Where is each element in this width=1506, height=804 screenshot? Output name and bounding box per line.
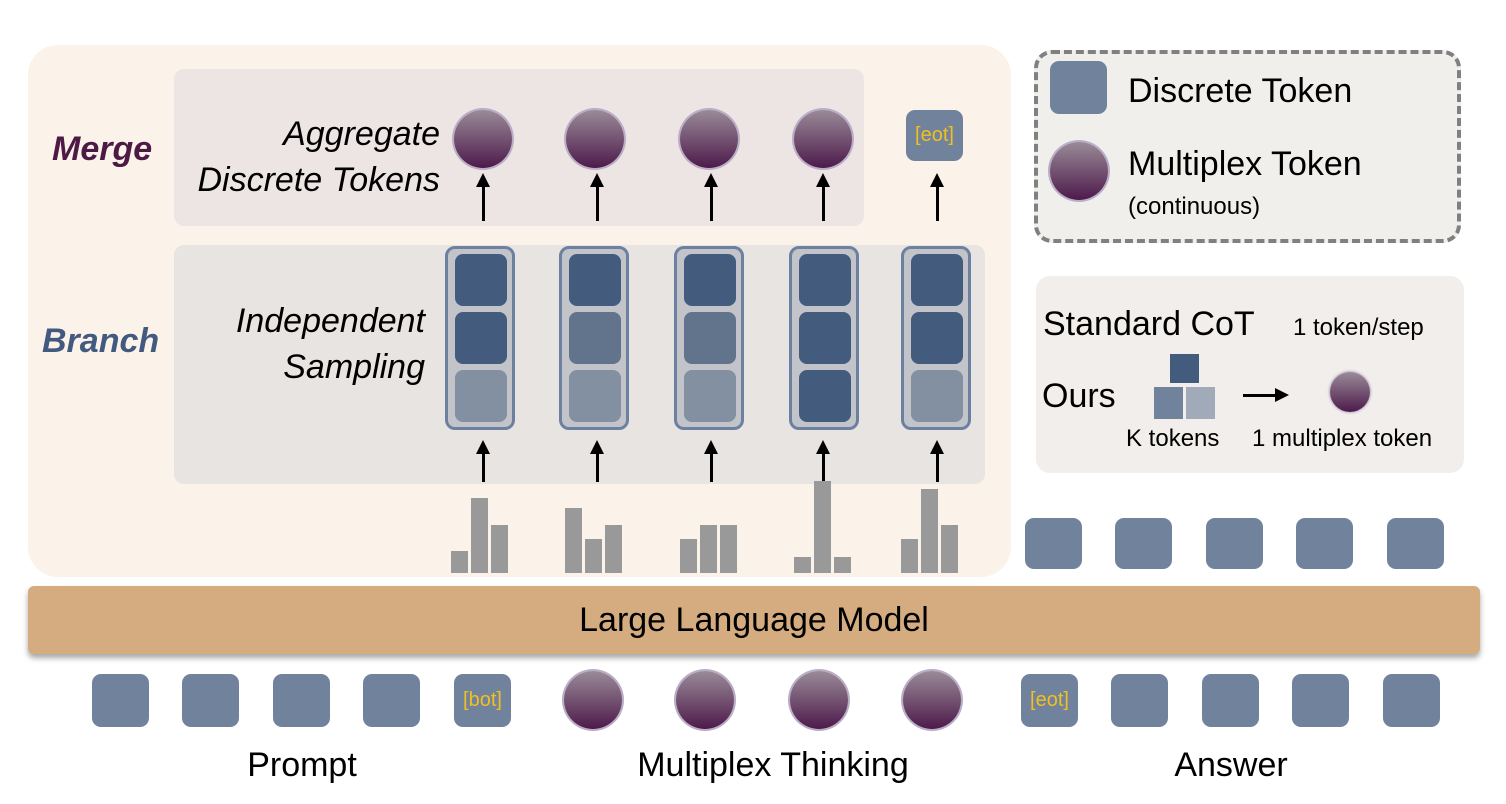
multiplex-thinking-label: Multiplex Thinking: [637, 746, 909, 784]
legend-discrete-token-swatch: [1050, 61, 1107, 114]
right-arrow-head-icon: [1275, 388, 1289, 402]
k-token-stack-right: [1186, 387, 1215, 419]
distribution-bar: [565, 508, 582, 573]
one-multiplex-token-icon: [1330, 372, 1370, 412]
up-arrow-icon: [590, 173, 604, 221]
answer-output-token: [1115, 518, 1172, 569]
sampling-column: [559, 246, 629, 430]
sampled-token-mid: [684, 312, 736, 364]
answer-output-token: [1025, 518, 1082, 569]
sampled-token-dark: [911, 254, 963, 306]
branch-description-line1: Independent: [235, 302, 425, 340]
merge-box: [174, 69, 864, 226]
merge-stage-label: Merge: [52, 130, 153, 168]
legend-multiplex-token-label: Multiplex Token: [1128, 145, 1362, 183]
one-multiplex-token-label: 1 multiplex token: [1252, 425, 1433, 452]
up-arrow-icon: [816, 173, 830, 221]
up-arrow-icon: [816, 440, 830, 482]
distribution-bar: [901, 539, 918, 573]
branch-stage-label: Branch: [42, 322, 160, 360]
distribution-bar: [491, 525, 508, 573]
legend-multiplex-note: (continuous): [1128, 193, 1261, 220]
prompt-token: [182, 674, 239, 727]
prompt-token: [92, 674, 149, 727]
answer-token: [1383, 674, 1440, 727]
distribution-bar: [605, 525, 622, 573]
thinking-multiplex-token: [564, 671, 622, 729]
up-arrow-icon: [704, 440, 718, 482]
distribution-bar: [451, 551, 468, 573]
legend-multiplex-token-swatch: [1050, 142, 1108, 200]
legend-discrete-token-label: Discrete Token: [1128, 72, 1353, 110]
up-arrow-icon: [930, 440, 944, 482]
sampling-column: [445, 246, 515, 430]
sampling-column: [674, 246, 744, 430]
merge-output-multiplex-token: [566, 110, 624, 168]
up-arrow-icon: [476, 440, 490, 482]
sampling-column: [901, 246, 971, 430]
answer-token: [1111, 674, 1168, 727]
distribution-bar: [921, 489, 938, 573]
thinking-multiplex-token: [790, 671, 848, 729]
sampled-token-dark: [799, 254, 851, 306]
branch-description-line2: Sampling: [283, 348, 425, 386]
llm-bar: Large Language Model: [28, 586, 1480, 654]
merge-output-multiplex-token: [454, 110, 512, 168]
sampled-token-dark: [684, 254, 736, 306]
answer-output-token: [1206, 518, 1263, 569]
merge-description: Aggregate Discrete Tokens: [180, 111, 440, 203]
distribution-bar: [941, 525, 958, 573]
branch-description: Independent Sampling: [180, 298, 425, 390]
distribution-bar: [700, 525, 717, 573]
merge-description-line1: Aggregate: [283, 115, 440, 153]
sampled-token-dark: [799, 312, 851, 364]
sampled-token-dark: [455, 312, 507, 364]
distribution-bar: [814, 481, 831, 573]
comparison-box: [1036, 276, 1464, 473]
up-arrow-icon: [590, 440, 604, 482]
sampled-token-dark: [799, 370, 851, 422]
prompt-token: [273, 674, 330, 727]
merge-description-line2: Discrete Tokens: [197, 161, 440, 199]
standard-cot-rate: 1 token/step: [1293, 314, 1424, 341]
prompt-label: Prompt: [247, 746, 357, 784]
k-token-stack-left: [1154, 387, 1183, 419]
merge-output-multiplex-token: [794, 110, 852, 168]
thinking-multiplex-token: [903, 671, 961, 729]
distribution-bar: [720, 525, 737, 573]
eot-token: [eot]: [1021, 674, 1078, 727]
answer-token: [1292, 674, 1349, 727]
answer-output-token: [1296, 518, 1353, 569]
thinking-multiplex-token: [676, 671, 734, 729]
answer-token: [1202, 674, 1259, 727]
sampled-token-dark: [911, 312, 963, 364]
distribution-bar: [794, 557, 811, 573]
answer-output-token: [1387, 518, 1444, 569]
sampled-token-light: [911, 370, 963, 422]
right-arrow-icon: [1243, 394, 1279, 397]
prompt-token: [363, 674, 420, 727]
distribution-bar: [471, 498, 488, 573]
answer-label: Answer: [1174, 746, 1288, 784]
sampled-token-light: [684, 370, 736, 422]
k-tokens-label: K tokens: [1126, 425, 1220, 452]
distribution-bar: [834, 557, 851, 573]
merge-output-multiplex-token: [680, 110, 738, 168]
bot-token: [bot]: [454, 674, 511, 727]
ours-label: Ours: [1042, 377, 1116, 415]
sampled-token-light: [455, 370, 507, 422]
sampled-token-dark: [455, 254, 507, 306]
up-arrow-icon: [930, 173, 944, 221]
sampled-token-dark: [569, 254, 621, 306]
standard-cot-label: Standard CoT: [1043, 305, 1255, 343]
k-token-stack-top: [1170, 354, 1199, 383]
distribution-bar: [585, 539, 602, 573]
sampling-column: [789, 246, 859, 430]
sampled-token-mid: [569, 312, 621, 364]
up-arrow-icon: [704, 173, 718, 221]
up-arrow-icon: [476, 173, 490, 221]
sampled-token-light: [569, 370, 621, 422]
distribution-bar: [680, 539, 697, 573]
merge-output-eot-token: [eot]: [906, 110, 963, 161]
